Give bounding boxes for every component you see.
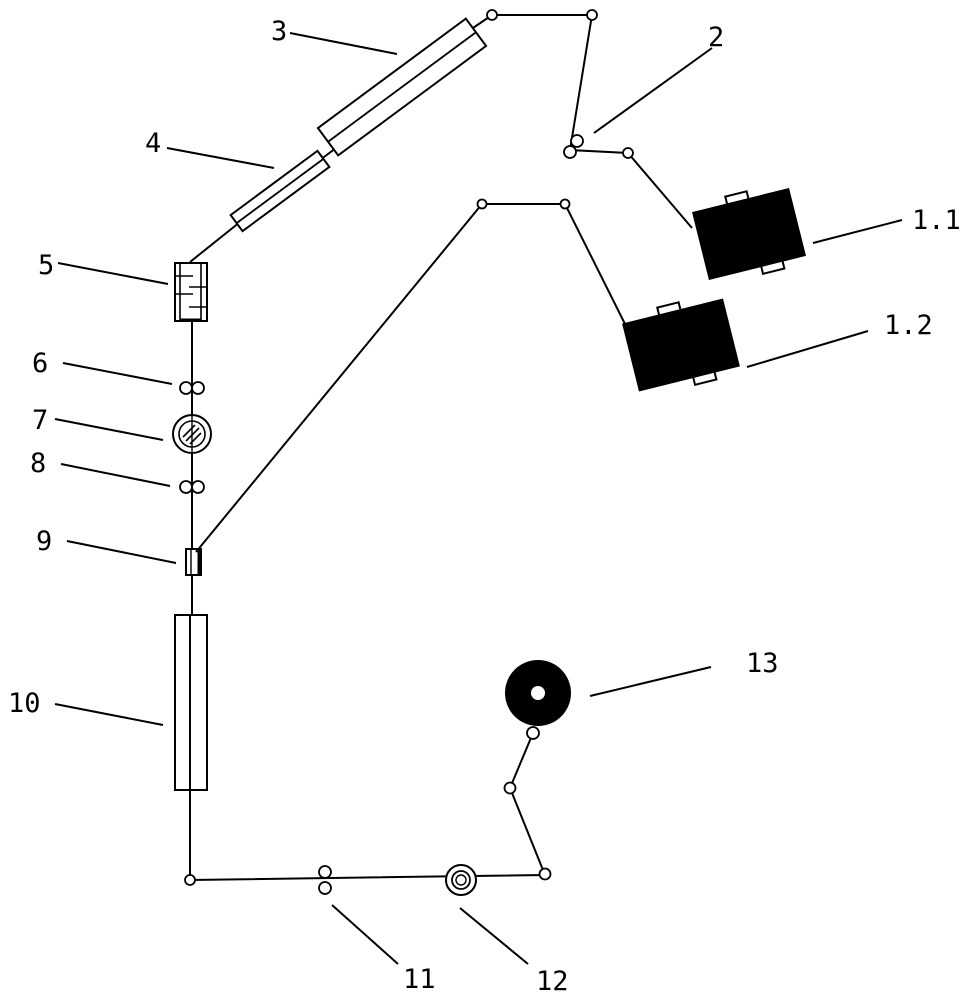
leader-8 [60, 463, 171, 487]
leader-1-2 [746, 330, 869, 368]
upper-guide-rollers [486, 9, 634, 159]
component-7-disc [172, 414, 212, 454]
label-3: 3 [271, 16, 287, 47]
label-7: 7 [32, 405, 48, 436]
leader-2 [593, 47, 713, 134]
label-10: 10 [8, 688, 41, 719]
label-6: 6 [32, 348, 48, 379]
label-11: 11 [403, 964, 436, 995]
leader-6 [62, 362, 173, 385]
guide-roller [476, 198, 488, 210]
component-1-1-supply-spool [692, 187, 806, 281]
component-10-tube [174, 614, 208, 791]
component-9-clamp [185, 548, 202, 576]
label-2: 2 [708, 22, 724, 53]
guide-roller [184, 874, 196, 886]
component-4-tube [229, 149, 331, 233]
component-12-concentric-roller [445, 864, 477, 896]
lower-feed-path [195, 198, 629, 553]
leader-12 [459, 907, 529, 965]
leader-lines [54, 32, 903, 965]
part-labels: 3 4 2 1.1 1.2 5 6 7 8 9 10 11 12 13 [8, 16, 961, 997]
label-5: 5 [38, 250, 54, 281]
guide-roller [486, 9, 498, 21]
component-13-takeup-spool [505, 660, 571, 726]
label-8: 8 [30, 448, 46, 479]
label-9: 9 [36, 526, 52, 557]
component-5-guide-block [174, 262, 208, 322]
label-1-2: 1.2 [884, 310, 933, 341]
component-6-roller-pair [179, 381, 205, 395]
leader-10 [54, 703, 164, 726]
leader-7 [54, 418, 164, 441]
component-3-tube [316, 17, 488, 157]
label-4: 4 [145, 128, 161, 159]
component-8-roller-pair [179, 480, 205, 494]
leader-4 [166, 147, 275, 169]
component-11-roller-pair [318, 865, 332, 895]
leader-5 [57, 262, 169, 285]
leader-9 [66, 540, 177, 564]
main-vertical-path [189, 321, 193, 880]
guide-roller [526, 726, 540, 740]
leader-3 [289, 32, 398, 55]
label-1-1: 1.1 [912, 205, 961, 236]
component-1-2-supply-spool [622, 298, 740, 392]
leader-13 [589, 666, 712, 697]
leader-1-1 [812, 219, 903, 244]
guide-roller [586, 9, 598, 21]
leader-11 [331, 904, 399, 965]
label-13: 13 [746, 648, 779, 679]
label-12: 12 [536, 966, 569, 997]
guide-roller [503, 781, 517, 795]
guide-roller [622, 147, 634, 159]
guide-roller [538, 867, 552, 881]
guide-roller [563, 145, 577, 159]
guide-roller [559, 198, 571, 210]
guide-roller [570, 134, 584, 148]
bottom-path [184, 726, 552, 886]
